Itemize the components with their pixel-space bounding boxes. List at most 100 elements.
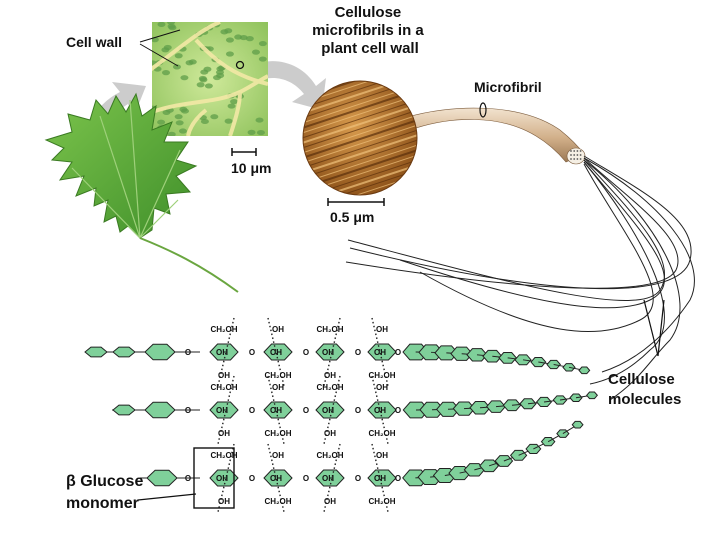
cell-wall-pointer <box>139 29 181 43</box>
glucose-ring <box>367 469 397 487</box>
cellulose-chain: O CH₂OH OH OH O OH CH₂OH OH O CH₂OH OH OH O OH CH₂OH OH… <box>84 317 591 387</box>
cellulose-strand <box>399 161 665 309</box>
oxygen-label: O <box>355 348 361 357</box>
glucose-ring <box>367 343 397 361</box>
cell-wall-pointer <box>139 43 179 67</box>
glucose-ring <box>146 469 178 487</box>
oxygen-label: O <box>185 348 191 357</box>
glucose-ring <box>84 346 108 358</box>
monomer-pointer <box>137 493 197 501</box>
oh-label: OH <box>322 348 334 357</box>
oh-label: OH <box>322 406 334 415</box>
oh-label: OH <box>218 371 230 380</box>
beta-glucose-label: β Glucose monomer <box>66 473 148 512</box>
oh-label: OH <box>324 371 336 380</box>
scale-label-cell: 10 μm <box>231 160 271 176</box>
scale-label-micro: 0.5 μm <box>330 209 374 225</box>
cellulose-strand <box>419 163 654 333</box>
cell-micrograph <box>152 22 268 136</box>
oh-label: OH <box>376 325 388 334</box>
cellulose-title: Cellulose microfibrils in a plant cell w… <box>312 4 428 57</box>
ch2oh-label: CH₂OH <box>264 497 291 506</box>
glucose-ring <box>571 420 584 429</box>
glucose-ring <box>486 400 506 413</box>
oh-label: OH <box>216 474 228 483</box>
oxygen-label: O <box>249 474 255 483</box>
glucose-ring <box>209 469 239 487</box>
microfibril-micrograph <box>302 80 418 196</box>
ch2oh-label: CH₂OH <box>210 325 237 334</box>
oxygen-label: O <box>395 348 401 357</box>
ch2oh-label: CH₂OH <box>210 451 237 460</box>
ch2oh-label: CH₂OH <box>368 429 395 438</box>
oh-label: OH <box>376 383 388 392</box>
glucose-ring <box>367 401 397 419</box>
glucose-ring <box>315 469 345 487</box>
oh-label: OH <box>218 497 230 506</box>
oxygen-label: O <box>185 406 191 415</box>
glucose-ring <box>315 401 345 419</box>
oh-label: OH <box>272 325 284 334</box>
glucose-ring <box>144 401 176 419</box>
ch2oh-label: CH₂OH <box>264 429 291 438</box>
glucose-ring <box>546 359 561 370</box>
cell-wall-label: Cell wall <box>66 34 122 50</box>
ch2oh-label: CH₂OH <box>368 497 395 506</box>
glucose-ring <box>112 346 136 358</box>
glucose-ring <box>209 401 239 419</box>
glucose-ring <box>263 469 293 487</box>
glucose-ring <box>578 366 591 375</box>
oxygen-label: O <box>303 406 309 415</box>
glucose-ring <box>315 343 345 361</box>
oh-label: OH <box>272 383 284 392</box>
oxygen-label: O <box>355 406 361 415</box>
oh-label: OH <box>374 406 386 415</box>
glucose-ring <box>263 401 293 419</box>
microfibril-label: Microfibril <box>474 79 542 95</box>
glucose-ring <box>112 404 136 416</box>
oh-label: OH <box>270 474 282 483</box>
oxygen-label: O <box>249 406 255 415</box>
glucose-ring <box>586 391 598 400</box>
oh-label: OH <box>374 474 386 483</box>
oh-label: OH <box>324 497 336 506</box>
cellulose-strand <box>345 157 679 289</box>
cellulose-strand <box>583 161 665 385</box>
oh-label: OH <box>272 451 284 460</box>
oh-label: OH <box>322 474 334 483</box>
glucose-ring <box>482 349 503 363</box>
ch2oh-label: CH₂OH <box>316 325 343 334</box>
oh-label: OH <box>218 429 230 438</box>
glucose-ring <box>144 343 176 361</box>
cellulose-strand <box>583 159 681 401</box>
oxygen-label: O <box>303 348 309 357</box>
ch2oh-label: CH₂OH <box>316 383 343 392</box>
oxygen-label: O <box>395 406 401 415</box>
oh-label: OH <box>376 451 388 460</box>
monomer-box <box>193 447 235 509</box>
glucose-ring <box>263 343 293 361</box>
ch2oh-label: CH₂OH <box>368 371 395 380</box>
oxygen-label: O <box>355 474 361 483</box>
glucose-ring <box>209 343 239 361</box>
cellulose-chain: O CH₂OH OH OH O OH CH₂OH OH O CH₂OH OH OH O OH CH₂OH OH… <box>112 375 598 445</box>
cellulose-chain: O CH₂OH OH OH O OH CH₂OH OH O CH₂OH OH OH O OH CH₂OH OH… <box>140 420 584 513</box>
oh-label: OH <box>374 348 386 357</box>
cellulose-strand <box>583 157 695 373</box>
ch2oh-label: CH₂OH <box>210 383 237 392</box>
oxygen-label: O <box>395 474 401 483</box>
oh-label: OH <box>324 429 336 438</box>
oh-label: OH <box>270 348 282 357</box>
oxygen-label: O <box>303 474 309 483</box>
ch2oh-label: CH₂OH <box>316 451 343 460</box>
maple-leaf-icon <box>44 92 239 293</box>
oh-label: OH <box>270 406 282 415</box>
microfibril-cable <box>403 107 585 163</box>
oxygen-label: O <box>249 348 255 357</box>
oxygen-label: O <box>185 474 191 483</box>
oh-label: OH <box>216 348 228 357</box>
glucose-ring <box>502 399 522 412</box>
oh-label: OH <box>216 406 228 415</box>
ch2oh-label: CH₂OH <box>264 371 291 380</box>
